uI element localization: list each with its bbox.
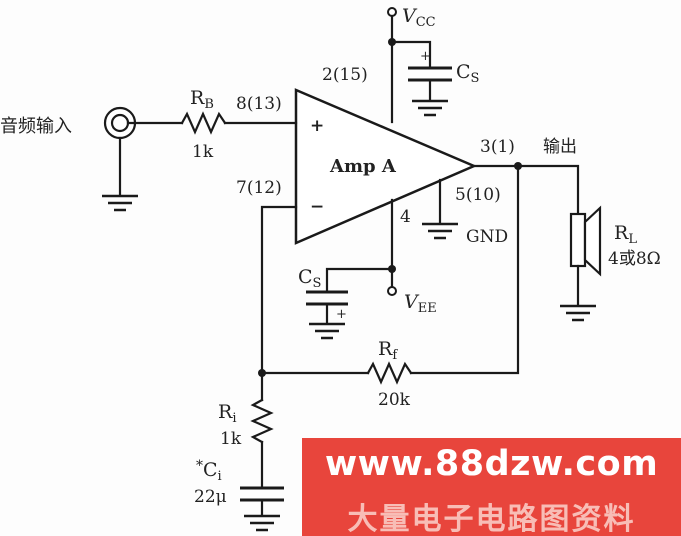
vee-label: VEE — [404, 291, 437, 316]
vcc-label: VCC — [402, 5, 436, 30]
vee-terminal — [387, 286, 397, 296]
input-ground-icon — [102, 194, 138, 212]
ri-label: Ri — [218, 401, 236, 426]
plus-pin-label: 8(13) — [236, 94, 282, 114]
vcc-terminal — [387, 7, 397, 17]
rf-label: Rf — [378, 338, 398, 363]
cs-bottom-plus: + — [336, 307, 347, 322]
rf-resistor — [366, 361, 413, 385]
ci-ground-icon — [244, 514, 280, 532]
amp-label: Amp A — [329, 156, 397, 177]
output-pin-label: 3(1) — [480, 137, 515, 157]
speaker-ground-icon — [560, 304, 596, 322]
rl-value: 4或8Ω — [608, 249, 661, 269]
output-wire — [472, 164, 580, 216]
rf-right-wire — [409, 164, 520, 375]
ri-resistor — [250, 398, 274, 444]
gnd-label: GND — [466, 227, 508, 247]
rf-value: 20k — [378, 390, 411, 410]
speaker-icon — [569, 205, 602, 277]
watermark-site-name: 大量电子电路图资料 — [347, 502, 636, 536]
watermark-banner: www.88dzw.com 大量电子电路图资料 — [302, 438, 681, 536]
inv-input-wire — [260, 205, 298, 375]
cs-bottom-label: CS — [298, 266, 321, 291]
cs-top-label: CS — [456, 61, 479, 86]
rl-label: RL — [614, 222, 637, 247]
amp-ground-icon — [422, 222, 458, 240]
cs-bottom-ground-icon — [309, 322, 345, 340]
rb-resistor — [180, 111, 227, 135]
watermark-url[interactable]: www.88dzw.com — [324, 444, 659, 484]
ci-label: *Ci — [196, 458, 222, 484]
gnd-pin-label: 5(10) — [455, 185, 501, 205]
inv-symbol: − — [310, 197, 324, 217]
ri-value: 1k — [220, 429, 242, 449]
audio-input-label: 音频输入 — [0, 116, 72, 137]
cs-bottom-wire — [325, 267, 394, 292]
vee-pin-label: 4 — [400, 207, 411, 227]
cs-top-ground-icon — [412, 99, 448, 117]
ci-value: 22μ — [194, 487, 227, 507]
cs-top-plus: + — [420, 49, 431, 64]
minus-pin-label: 7(12) — [236, 178, 282, 198]
vcc-pin-label: 2(15) — [322, 65, 368, 85]
amplifier-triangle — [294, 88, 478, 245]
noninv-symbol: + — [310, 116, 324, 136]
rb-label: RB — [190, 87, 214, 112]
output-label: 输出 — [543, 137, 577, 157]
rb-value: 1k — [192, 142, 214, 162]
cs-top-wire — [390, 40, 432, 68]
